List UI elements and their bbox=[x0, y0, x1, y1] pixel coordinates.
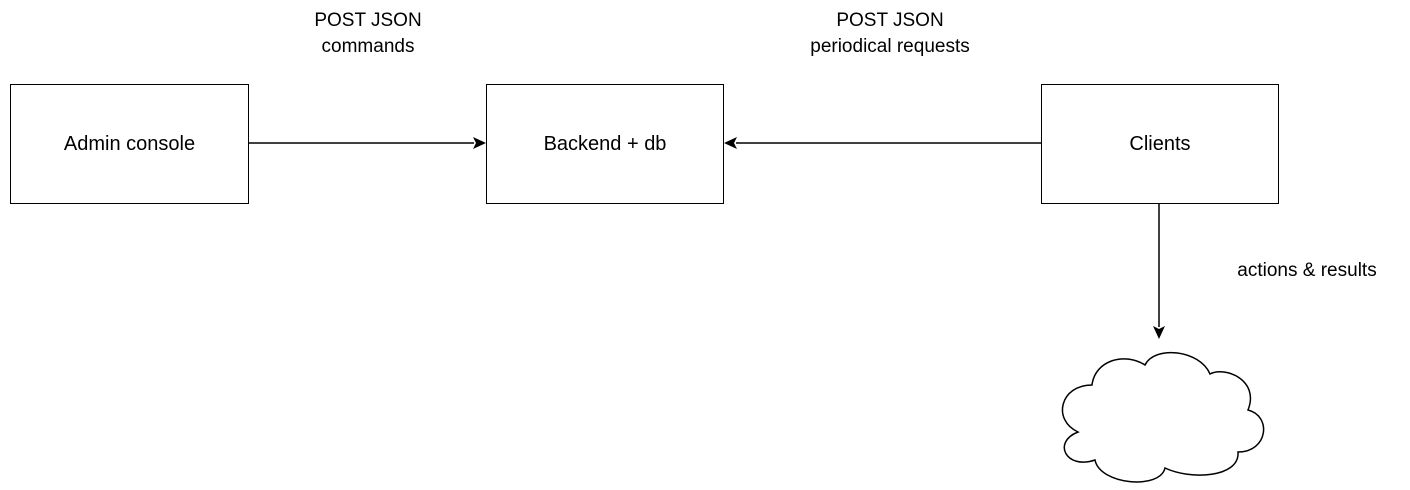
clients-label: Clients bbox=[1129, 133, 1191, 155]
edge-label-commands: POST JSON commands bbox=[268, 8, 468, 60]
backend-node: Backend + db bbox=[486, 84, 724, 204]
edge-label-requests-line1: POST JSON bbox=[836, 10, 944, 31]
edge-label-actions-results: actions & results bbox=[1212, 258, 1402, 284]
edge-label-requests-line2: periodical requests bbox=[810, 36, 970, 57]
edge-label-requests: POST JSON periodical requests bbox=[760, 8, 1020, 60]
backend-label: Backend + db bbox=[543, 133, 667, 155]
edge-label-commands-line1: POST JSON bbox=[314, 10, 422, 31]
edge-label-commands-line2: commands bbox=[321, 36, 415, 57]
clients-node: Clients bbox=[1041, 84, 1279, 204]
arrowhead-backend-left bbox=[473, 137, 486, 149]
arrowhead-backend-right bbox=[724, 137, 737, 149]
admin-console-node: Admin console bbox=[10, 84, 249, 204]
edge-label-actions-results-text: actions & results bbox=[1237, 260, 1377, 281]
arrowhead-cloud bbox=[1153, 326, 1165, 339]
admin-console-label: Admin console bbox=[63, 133, 196, 155]
cloud-icon bbox=[1061, 351, 1265, 483]
